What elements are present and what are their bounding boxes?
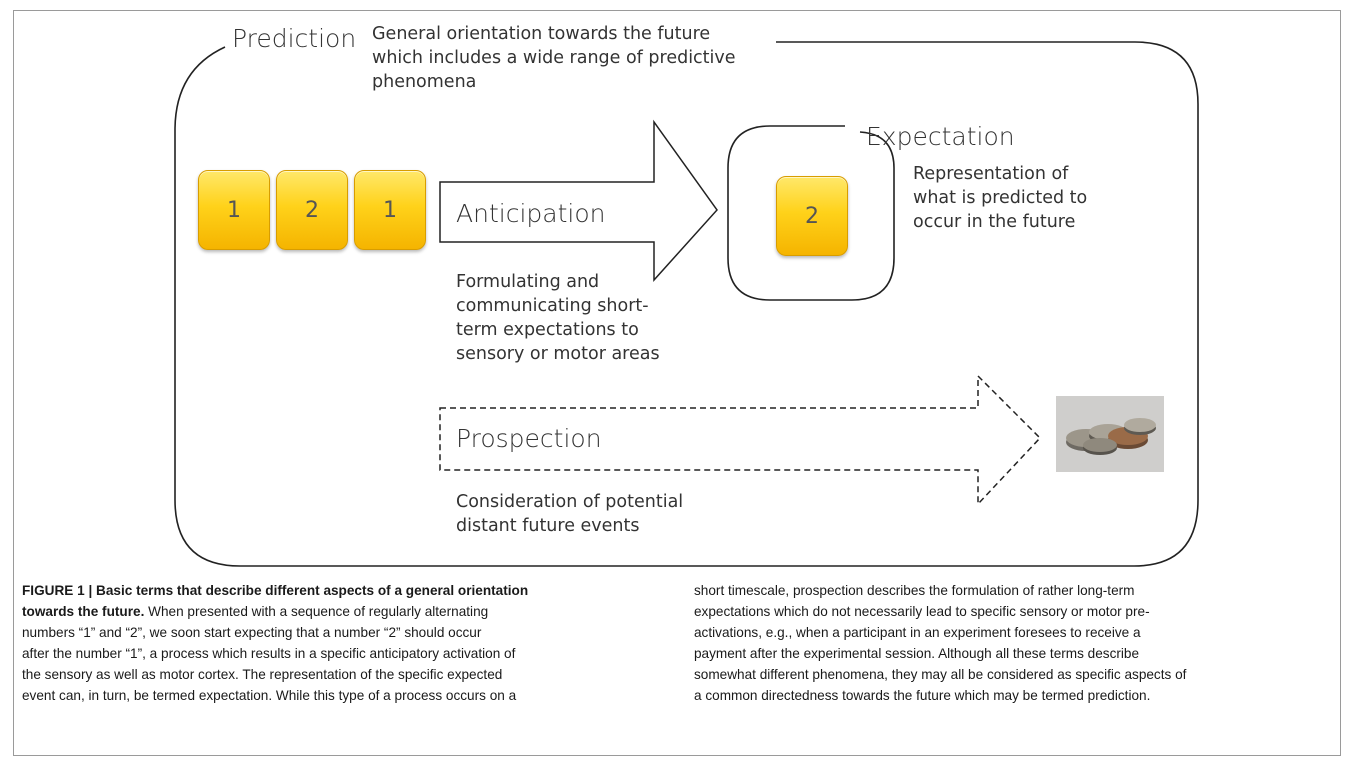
sequence-tile-2: 2 — [276, 170, 348, 250]
prediction-outline — [174, 41, 1199, 567]
figure-label: FIGURE 1 | Basic terms that describe dif… — [22, 583, 529, 598]
figure-label-2: towards the future. — [22, 604, 145, 619]
sequence-tile-1: 1 — [198, 170, 270, 250]
anticipation-desc-1: Formulating and — [456, 272, 600, 292]
expectation-desc-1: Representation of — [913, 164, 1069, 184]
caption-right-1: short timescale, prospection describes t… — [694, 583, 1135, 598]
caption-left-5: event can, in turn, be termed expectatio… — [22, 688, 517, 703]
coins-photo — [1056, 396, 1164, 472]
caption-right: short timescale, prospection describes t… — [694, 580, 1334, 706]
expectation-box — [727, 125, 895, 301]
expectation-tile: 2 — [776, 176, 848, 256]
anticipation-desc-3: term expectations to — [456, 320, 639, 340]
caption-left-2: numbers “1” and “2”, we soon start expec… — [22, 625, 482, 640]
caption-right-6: a common directedness towards the future… — [694, 688, 1151, 703]
caption-left-1: When presented with a sequence of regula… — [144, 604, 489, 619]
prospection-title: Prospection — [456, 424, 602, 453]
caption-left-3: after the number “1”, a process which re… — [22, 646, 516, 661]
expectation-title: Expectation — [866, 122, 1015, 151]
prediction-desc-1: General orientation towards the future — [372, 24, 711, 44]
caption-left-4: the sensory as well as motor cortex. The… — [22, 667, 503, 682]
anticipation-desc-4: sensory or motor areas — [456, 344, 660, 364]
prediction-desc-3: phenomena — [372, 72, 477, 92]
expectation-desc-2: what is predicted to — [913, 188, 1088, 208]
caption-right-3: activations, e.g., when a participant in… — [694, 625, 1141, 640]
expectation-desc-3: occur in the future — [913, 212, 1076, 232]
caption-left: FIGURE 1 | Basic terms that describe dif… — [22, 580, 662, 706]
prospection-desc-1: Consideration of potential — [456, 492, 684, 512]
sequence-tile-3: 1 — [354, 170, 426, 250]
prediction-title: Prediction — [232, 24, 357, 53]
anticipation-desc-2: communicating short- — [456, 296, 649, 316]
prediction-desc-2: which includes a wide range of predictiv… — [372, 48, 736, 68]
figure-frame — [13, 10, 1341, 756]
caption-right-4: payment after the experimental session. … — [694, 646, 1140, 661]
prospection-arrow — [439, 374, 1042, 506]
caption-right-5: somewhat different phenomena, they may a… — [694, 667, 1187, 682]
anticipation-title: Anticipation — [456, 199, 606, 228]
caption-right-2: expectations which do not necessarily le… — [694, 604, 1150, 619]
prospection-desc-2: distant future events — [456, 516, 640, 536]
anticipation-arrow — [439, 119, 718, 282]
